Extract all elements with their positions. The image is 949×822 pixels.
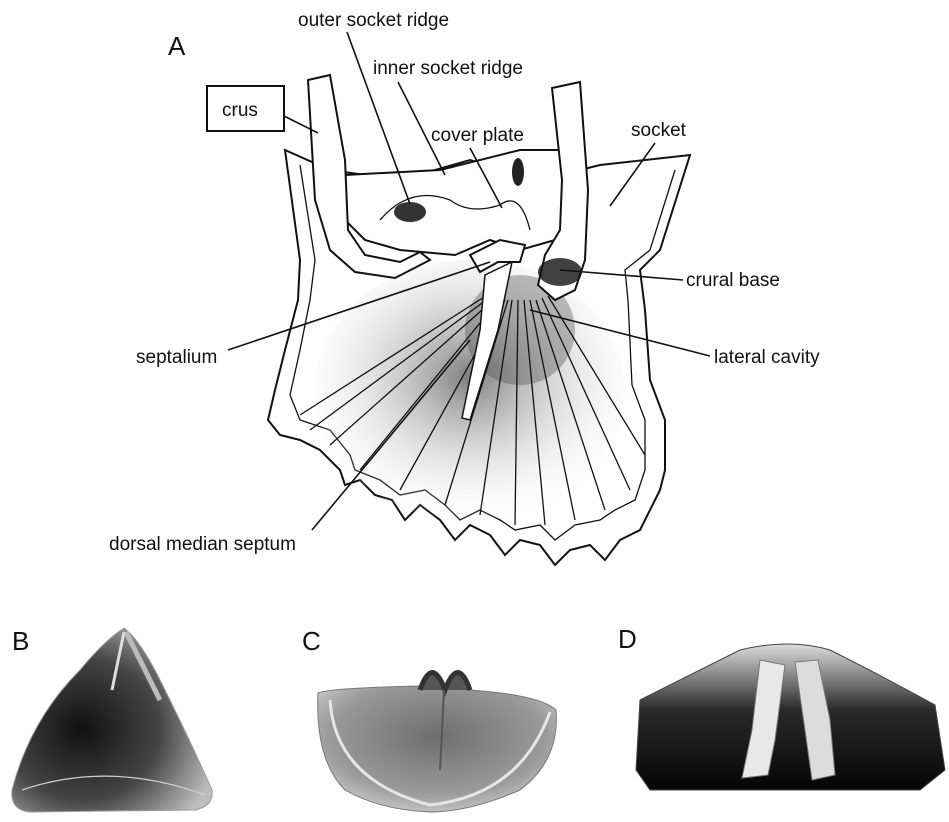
label-outer-socket-ridge: outer socket ridge (298, 10, 449, 31)
outer-socket-pit (394, 202, 426, 222)
panel-d: D (618, 624, 945, 790)
label-crus: crus (222, 100, 258, 121)
specimen-c-crura (420, 673, 470, 691)
panel-label-c: C (302, 626, 321, 656)
panel-a-drawing (268, 75, 690, 565)
label-septalium: septalium (136, 347, 217, 368)
cover-plate-shape (340, 150, 580, 255)
label-crural-base: crural base (686, 270, 780, 291)
label-cover-plate: cover plate (431, 125, 524, 146)
specimen-c (318, 686, 557, 812)
panel-label-d: D (618, 624, 637, 654)
label-socket: socket (631, 120, 687, 141)
cover-plate-pit (512, 158, 524, 186)
panel-c: C (302, 626, 556, 812)
panel-label-b: B (12, 626, 29, 656)
label-lateral-cavity: lateral cavity (714, 347, 820, 368)
label-inner-socket-ridge: inner socket ridge (373, 58, 523, 79)
panel-b: B (12, 626, 212, 812)
specimen-d (636, 644, 945, 790)
panel-label-a: A (168, 31, 186, 61)
label-dorsal-median-septum: dorsal median septum (109, 534, 296, 555)
